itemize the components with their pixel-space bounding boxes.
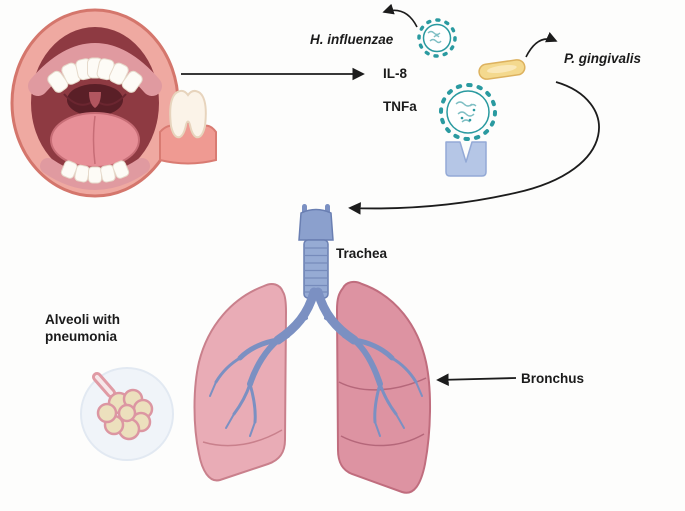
capsule-to-p-gingivalis-arrow bbox=[525, 32, 558, 58]
label-h-influenzae: H. influenzae bbox=[310, 32, 394, 47]
label-bronchus: Bronchus bbox=[521, 371, 585, 386]
bacterial-capsule-icon bbox=[478, 59, 526, 80]
bronchus-label-arrow bbox=[436, 373, 517, 387]
label-tnfa: TNFa bbox=[383, 99, 417, 114]
receptor-block-icon bbox=[445, 141, 487, 177]
lower-teeth bbox=[60, 160, 130, 184]
lungs-with-bronchial-tree-icon bbox=[193, 204, 432, 494]
pathogens-to-trachea-arrow bbox=[348, 81, 600, 215]
tooth-with-gum-icon bbox=[159, 89, 217, 165]
label-alveoli-with-pneumonia: Alveoli with pneumonia bbox=[45, 312, 121, 344]
virus-particle-large-icon bbox=[439, 83, 497, 141]
bronchial-tree bbox=[209, 287, 423, 437]
label-p-gingivalis: P. gingivalis bbox=[564, 51, 642, 66]
virus-particle-small-icon bbox=[417, 18, 457, 58]
label-il-8: IL-8 bbox=[383, 66, 408, 81]
alveoli-pneumonia-inset-icon bbox=[80, 367, 174, 461]
upper-teeth bbox=[47, 57, 143, 93]
label-trachea: Trachea bbox=[336, 246, 388, 261]
virus-to-h-influenzae-arrow bbox=[382, 3, 418, 28]
open-mouth-illustration bbox=[10, 8, 180, 198]
trachea-icon bbox=[298, 204, 334, 299]
